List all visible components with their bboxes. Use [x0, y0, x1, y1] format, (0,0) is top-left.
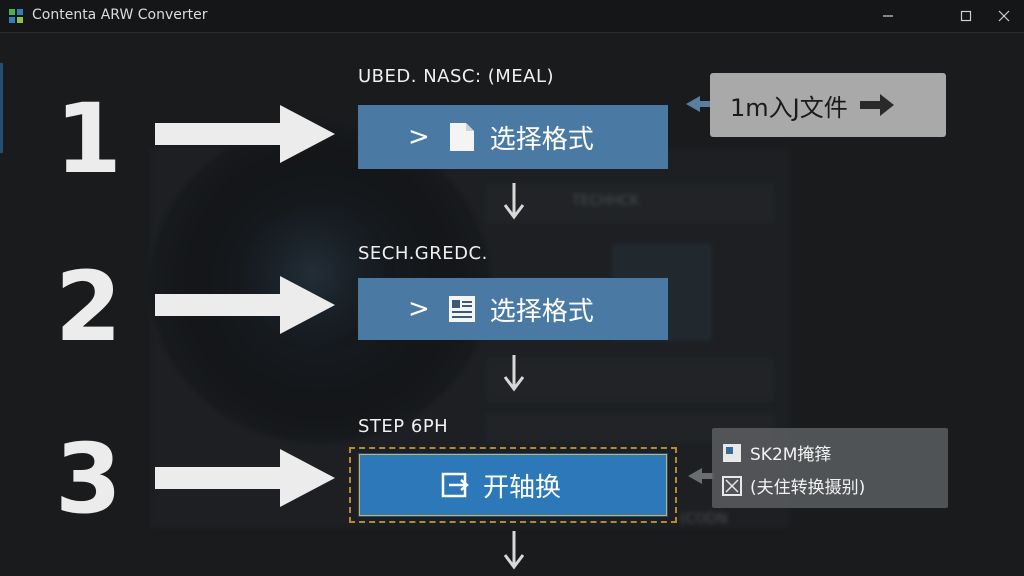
arrow-right-icon [859, 94, 894, 116]
step-1-label: UBED. NASC: (MEAL) [358, 66, 555, 87]
options-panel [712, 428, 948, 508]
step-3-focus-outline [349, 447, 677, 523]
checkbox-icon [723, 443, 741, 462]
left-accent-bar [0, 63, 3, 153]
callout-text: 1m入J文件 [730, 93, 848, 122]
chevron-right-icon: > [408, 122, 430, 152]
option-item-2-label: (夫住转换摄别) [750, 478, 866, 498]
side-panel-pointer-icon [688, 468, 714, 484]
document-icon [449, 123, 474, 151]
step-2-select-format-button[interactable]: > 选择格式 [358, 278, 668, 340]
minimize-icon [883, 15, 893, 17]
image-box-icon [722, 475, 742, 496]
mock-toolbar [485, 358, 775, 402]
minimize-button[interactable] [868, 0, 908, 32]
step-2-down-arrow [503, 355, 525, 392]
chevron-right-icon: > [408, 294, 430, 324]
main-content: TECHHCK (CODN 1 UBED. NASC: (MEAL) > 选择格… [0, 33, 1024, 576]
step-1-arrow [155, 105, 335, 163]
step-2-number: 2 [55, 251, 122, 363]
mock-dropdown-label: TECHHCK [572, 193, 640, 209]
step-2-label: SECH.GREDC. [358, 243, 488, 264]
option-item-2[interactable]: (夫住转换摄别) [722, 473, 865, 498]
mock-dropdown [485, 183, 775, 223]
step-1-down-arrow [503, 183, 525, 220]
app-logo-icon [9, 9, 23, 23]
step-3-arrow [155, 449, 335, 507]
window-title: Contenta ARW Converter [32, 7, 208, 23]
step-3-down-arrow [503, 531, 525, 570]
step-1-number: 1 [55, 83, 122, 195]
callout-pointer-icon [686, 96, 712, 112]
mock-footer-text: (CODN [680, 511, 728, 527]
step-1-select-format-button[interactable]: > 选择格式 [358, 105, 668, 169]
step-1-button-label: 选择格式 [489, 124, 594, 155]
step-3-label: STEP 6PH [358, 416, 449, 437]
step-2-arrow [155, 276, 335, 334]
maximize-button[interactable] [946, 0, 986, 32]
close-icon [998, 10, 1010, 22]
step-3-number: 3 [55, 423, 122, 535]
step-2-button-label: 选择格式 [489, 296, 594, 327]
title-bar: Contenta ARW Converter [0, 0, 1024, 33]
form-icon [448, 296, 475, 322]
option-item-1[interactable]: SK2M掩箨 [722, 440, 831, 465]
import-file-callout[interactable]: 1m入J文件 [710, 73, 946, 137]
maximize-icon [960, 10, 972, 22]
step-3-start-convert-button[interactable]: 开轴换 [358, 453, 668, 517]
option-item-1-label: SK2M掩箨 [750, 445, 832, 465]
convert-icon [441, 472, 469, 498]
close-button[interactable] [984, 0, 1024, 32]
step-3-button-label: 开轴换 [483, 472, 562, 503]
